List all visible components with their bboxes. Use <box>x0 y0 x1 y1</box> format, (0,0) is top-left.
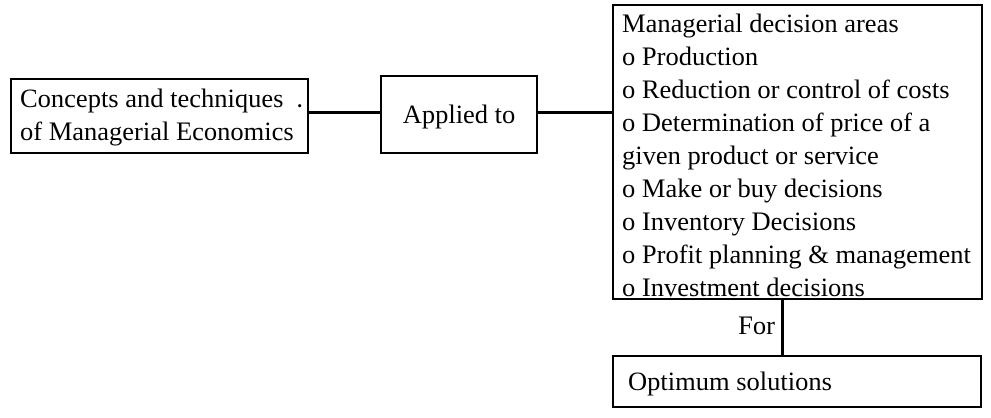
decision-item-inventory: o Inventory Decisions <box>622 206 857 236</box>
decision-item-profit-planning: o Profit planning & management <box>622 239 971 269</box>
connector-concepts-to-applied <box>308 111 382 114</box>
decision-item-price-determination: o Determination of price of a given prod… <box>622 107 931 170</box>
decision-item-cost-control: o Reduction or control of costs <box>622 74 950 104</box>
applied-to-box: Applied to <box>380 75 538 154</box>
decision-item-make-or-buy: o Make or buy decisions <box>622 173 883 203</box>
for-label: For <box>738 310 775 340</box>
connector-decisions-to-solutions <box>781 300 784 355</box>
concepts-box: Concepts and techniques of Managerial Ec… <box>10 78 309 154</box>
connector-applied-to-decisions <box>536 111 614 114</box>
decision-areas-title: Managerial decision areas <box>622 8 899 38</box>
optimum-solutions-label: Optimum solutions <box>628 366 832 396</box>
applied-to-label: Applied to <box>402 99 516 129</box>
concepts-box-line-2: of Managerial Economics <box>20 116 294 146</box>
trailing-period: . <box>296 83 303 113</box>
concepts-box-line-1: Concepts and techniques <box>20 83 284 113</box>
optimum-solutions-box: Optimum solutions <box>612 355 982 408</box>
decision-item-investment: o Investment decisions <box>622 272 865 302</box>
decision-areas-box: Managerial decision areas o Production o… <box>612 4 983 302</box>
decision-item-production: o Production <box>622 41 759 71</box>
